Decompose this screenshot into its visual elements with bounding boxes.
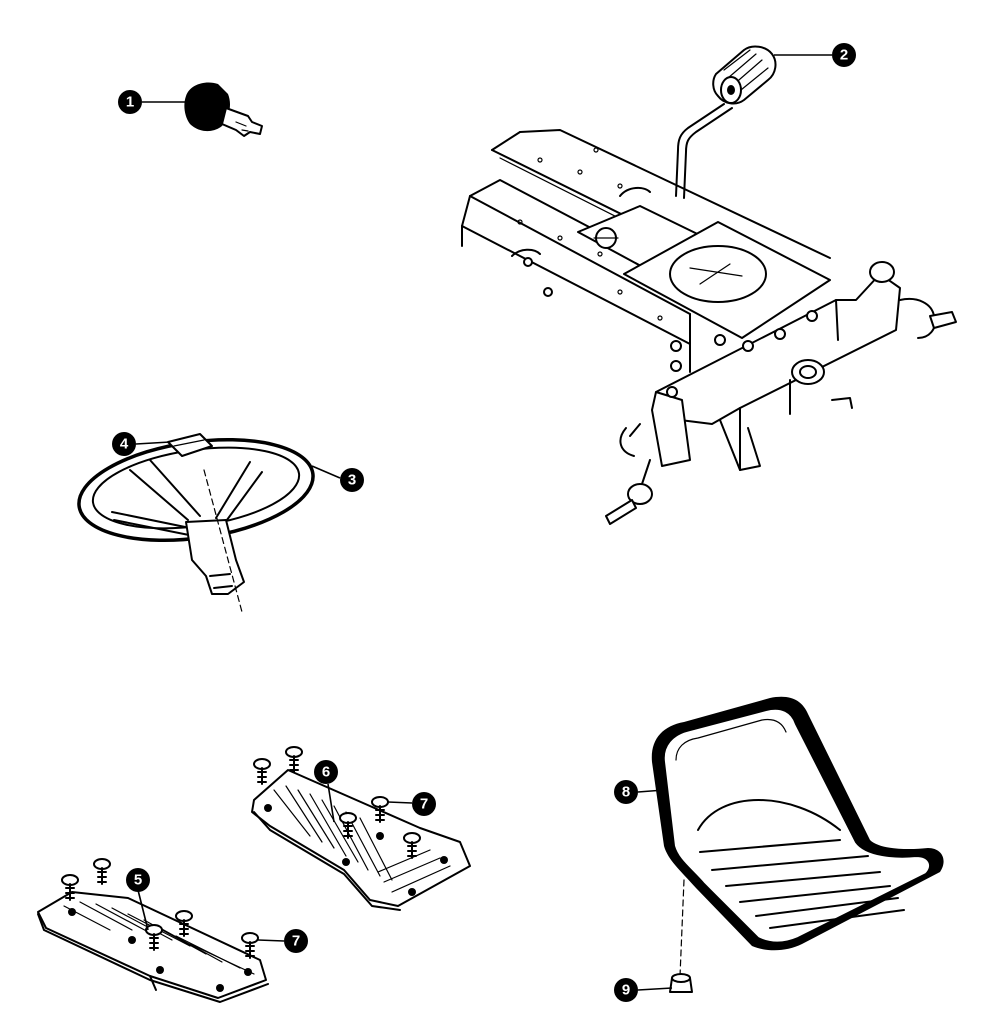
screw: [241, 932, 259, 959]
screw: [339, 812, 357, 839]
rear-plate-ribs: [273, 785, 451, 893]
foot-plate-rear: [251, 769, 471, 911]
shift-lever-rod: [675, 103, 733, 199]
frame-holes: [511, 147, 663, 321]
seat-knob: [669, 879, 693, 993]
svg-text:7: 7: [292, 933, 300, 950]
svg-text:7: 7: [420, 796, 428, 813]
callout-2: 2: [832, 43, 856, 67]
shift-lever-grip: [712, 45, 777, 105]
ignition-key: [184, 82, 263, 137]
frame-bolts: [523, 257, 818, 398]
screw: [145, 924, 163, 951]
screw: [403, 832, 421, 859]
screw-set: [61, 746, 421, 959]
callout-1: 1: [118, 90, 142, 114]
seat: [651, 696, 944, 951]
steering-cap: [167, 433, 213, 457]
callout-leaders: [135, 54, 832, 991]
callout-3: 3: [340, 468, 364, 492]
screw: [175, 910, 193, 937]
steering-wheel: [77, 437, 315, 613]
screw: [61, 874, 79, 901]
svg-text:2: 2: [840, 47, 848, 64]
svg-text:9: 9: [622, 982, 630, 999]
callout-4: 4: [112, 432, 136, 456]
callout-8: 8: [614, 780, 638, 804]
screw: [93, 858, 111, 885]
svg-text:6: 6: [322, 764, 330, 781]
svg-text:8: 8: [622, 784, 630, 801]
callout-7-upper: 7: [412, 792, 436, 816]
callout-7-lower: 7: [284, 929, 308, 953]
svg-text:3: 3: [348, 472, 356, 489]
chassis-frame: [461, 129, 957, 525]
callout-9: 9: [614, 978, 638, 1002]
callout-6: 6: [314, 760, 338, 784]
screw: [285, 746, 303, 773]
screw: [253, 758, 271, 785]
svg-text:1: 1: [126, 94, 134, 111]
svg-text:4: 4: [120, 436, 129, 453]
svg-text:5: 5: [134, 872, 142, 889]
callout-5: 5: [126, 868, 150, 892]
